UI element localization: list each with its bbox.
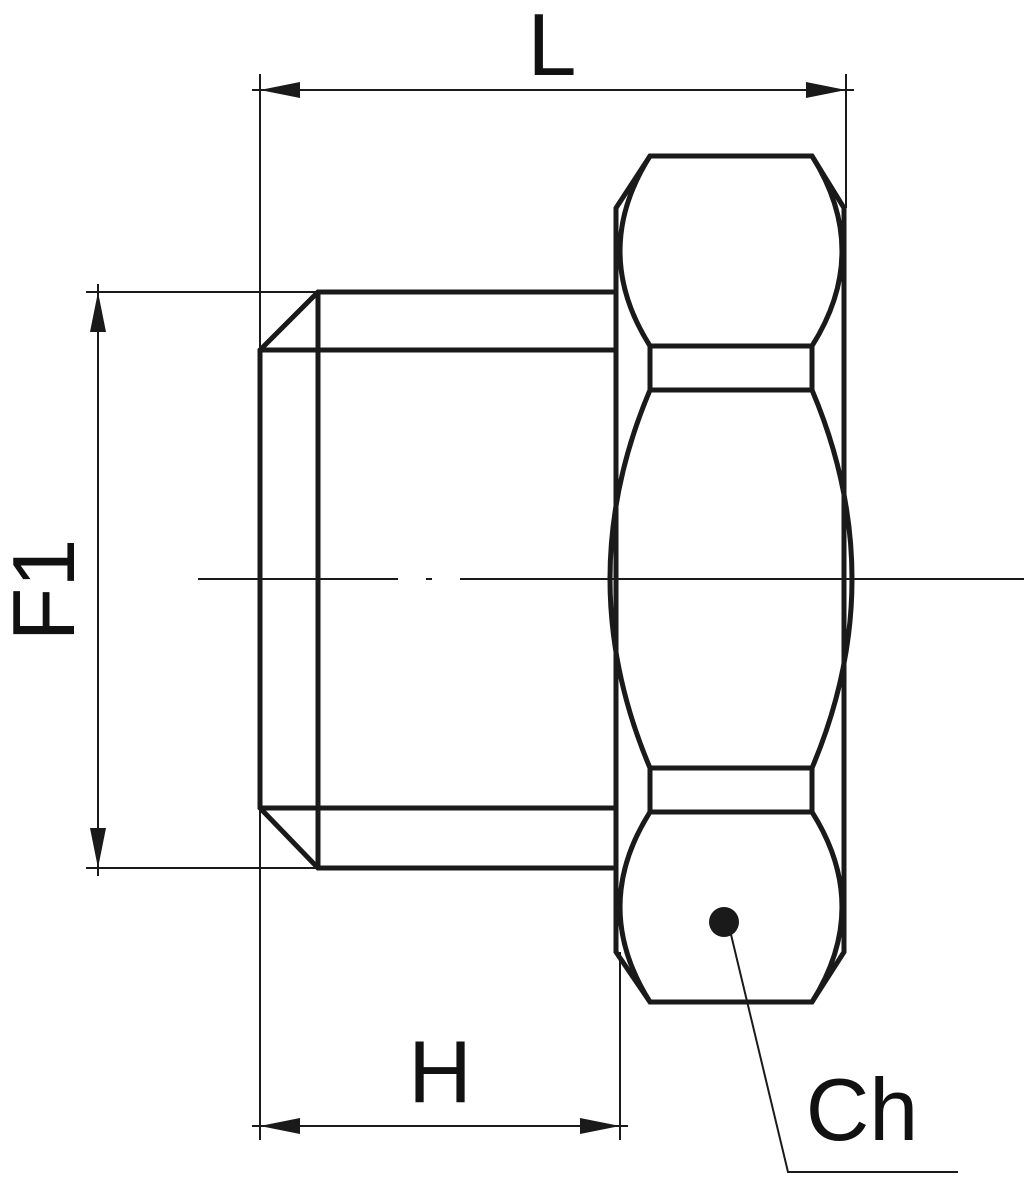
label-H: H — [408, 1022, 472, 1121]
hex-face-middle — [607, 389, 855, 769]
arrow-F1-bottom — [90, 828, 106, 868]
arrow-H-right — [580, 1118, 620, 1134]
label-F1: F1 — [0, 539, 93, 642]
hex-flat-bottom — [647, 765, 815, 815]
dimension-L: L — [252, 0, 854, 1140]
hex-flat-top — [647, 343, 815, 393]
hex-face-bottom — [617, 810, 845, 1004]
dimension-H: H — [252, 952, 628, 1140]
hex-head — [607, 153, 855, 1005]
callout-dot — [709, 907, 739, 937]
arrow-H-left — [260, 1118, 300, 1134]
label-L: L — [528, 0, 577, 94]
dimension-F1: F1 — [0, 284, 318, 876]
callout-leader — [727, 921, 958, 1173]
hex-face-top — [617, 154, 845, 348]
label-Ch: Ch — [806, 1060, 919, 1159]
arrow-L-left — [260, 82, 300, 98]
arrow-L-right — [806, 82, 846, 98]
arrow-F1-top — [90, 292, 106, 332]
callout-Ch: Ch — [709, 907, 958, 1173]
